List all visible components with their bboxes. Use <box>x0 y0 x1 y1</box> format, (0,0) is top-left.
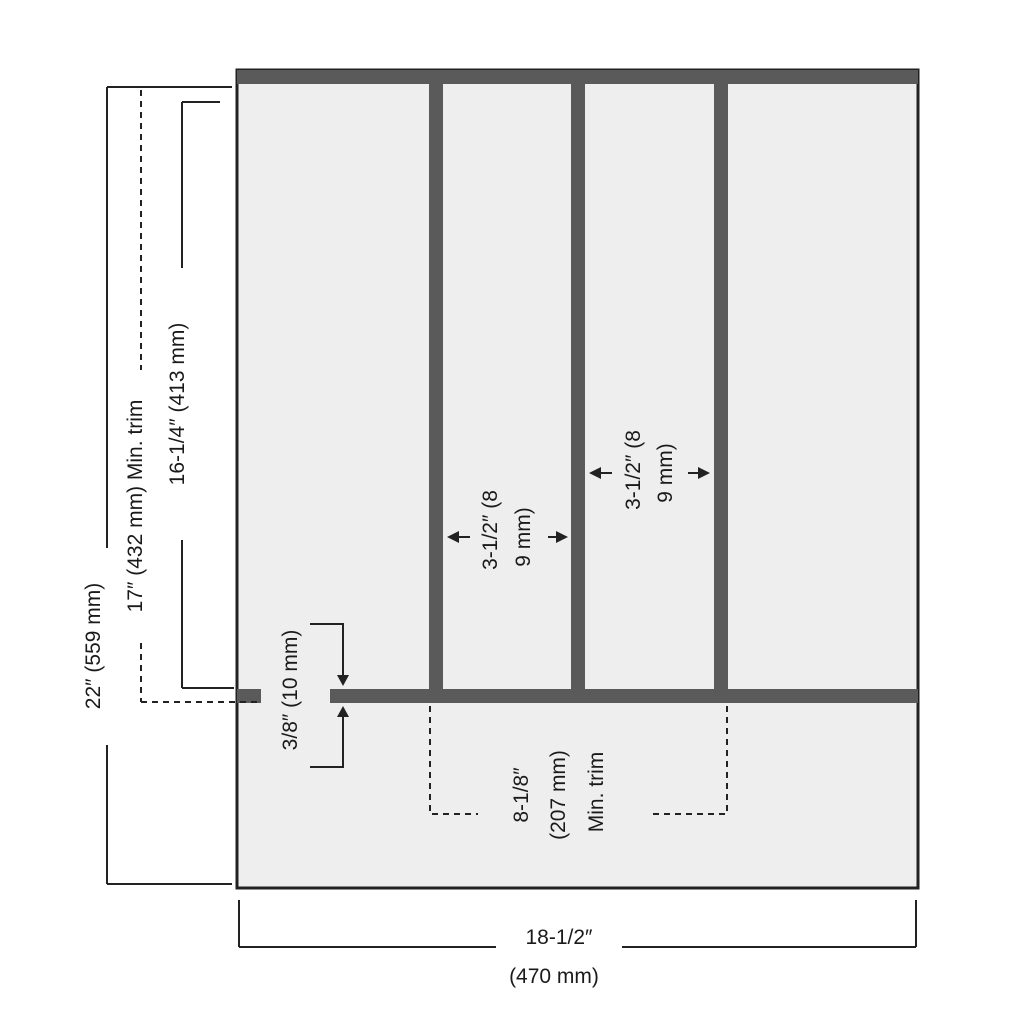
horizontal-rail-left <box>237 689 261 703</box>
bottom-trim-label-line3: Min. trim <box>585 752 608 833</box>
slot-2-label-line2: 9 mm) <box>654 443 677 503</box>
slot-2-label-line1: 3-1/2″ (8 <box>622 430 645 510</box>
overall-width-dimension <box>238 900 917 948</box>
overall-width-label-line1: 18-1/2″ <box>526 926 594 949</box>
slot-1-arrow-left-icon <box>447 531 459 543</box>
inner-height-dimension <box>181 101 234 689</box>
slot-1-label-line2: 9 mm) <box>512 507 535 567</box>
gap-dimension <box>310 623 344 768</box>
divider-2 <box>571 84 585 702</box>
trim-height-label: 17″ (432 mm) Min. trim <box>124 400 147 613</box>
bottom-trim-label-line2: (207 mm) <box>547 750 570 840</box>
trim-height-dimension <box>140 90 258 703</box>
gap-label: 3/8″ (10 mm) <box>279 630 302 751</box>
overall-height-label: 22″ (559 mm) <box>82 583 105 709</box>
gap-arrow-down-icon <box>337 675 349 686</box>
divider-1 <box>429 84 443 702</box>
slot-2-arrow-right-icon <box>698 467 710 479</box>
bottom-trim-label-line1: 8-1/8″ <box>510 767 533 823</box>
inner-height-label: 16-1/4″ (413 mm) <box>166 323 189 486</box>
horizontal-rail-right <box>330 689 918 703</box>
overall-width-label-line2: (470 mm) <box>509 965 599 988</box>
gap-arrow-up-icon <box>337 706 349 717</box>
overall-height-dimension <box>106 86 232 885</box>
bottom-trim-dimension <box>429 706 728 815</box>
slot-2-arrow-left-icon <box>589 467 601 479</box>
divider-3 <box>714 84 728 702</box>
slot-1-label-line1: 3-1/2″ (8 <box>479 490 502 570</box>
top-rail <box>237 70 918 84</box>
slot-1-arrow-right-icon <box>556 531 568 543</box>
